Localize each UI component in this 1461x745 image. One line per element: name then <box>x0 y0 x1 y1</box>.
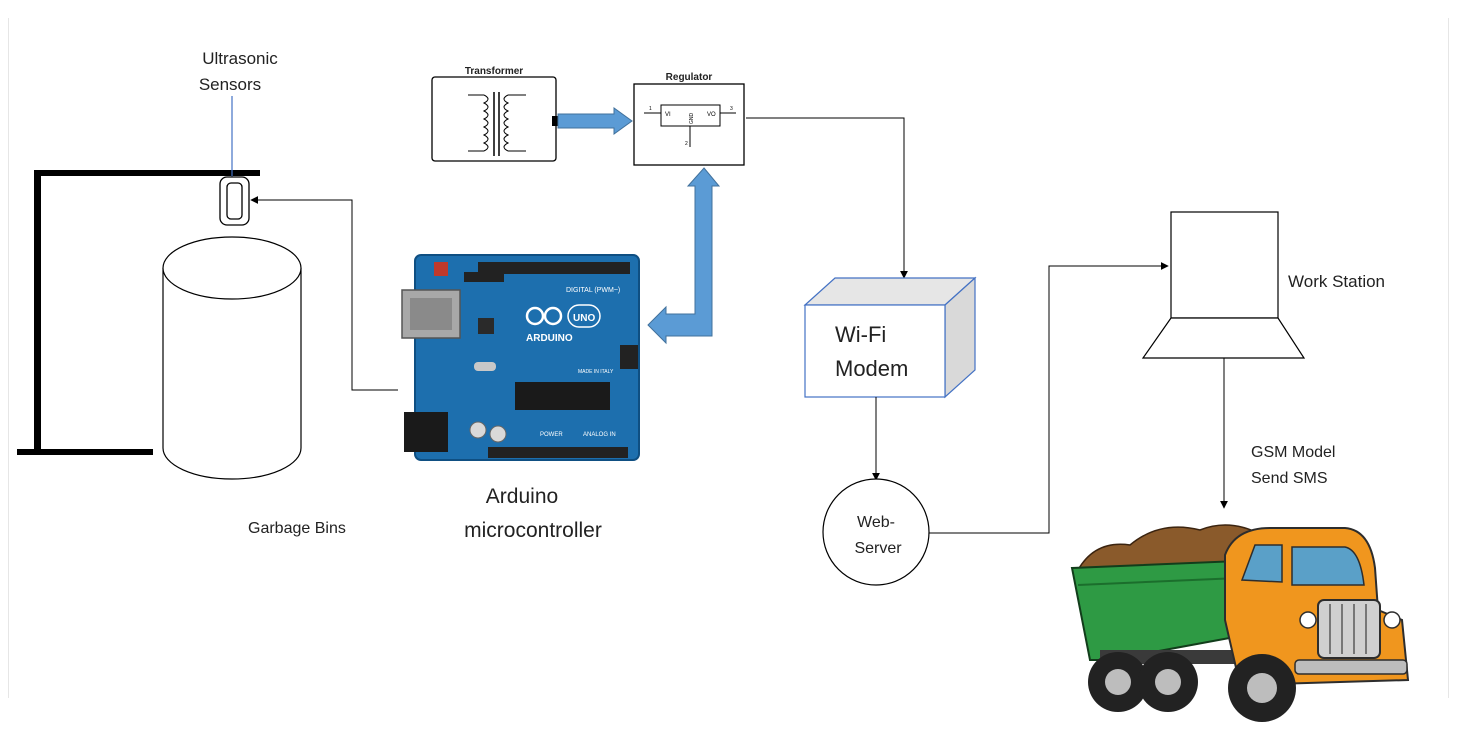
web-server-node <box>822 478 930 586</box>
regulator-pin1-text: 1 <box>649 106 652 112</box>
garbage-bin-icon <box>162 236 302 480</box>
gsm-label-line2: Send SMS <box>1251 470 1327 487</box>
ultrasonic-sensor-icon <box>219 96 250 226</box>
regulator-label: Regulator <box>666 72 713 83</box>
work-station-icon <box>1141 211 1306 359</box>
garbage-truck-icon <box>1070 524 1410 722</box>
regulator-vo-text: VO <box>707 112 716 118</box>
transformer-box <box>431 76 559 162</box>
regulator-to-arduino-arrow <box>647 167 721 345</box>
board-brand-text: ARDUINO <box>526 333 573 344</box>
gsm-label-line1: GSM Model <box>1251 444 1335 461</box>
transformer-label: Transformer <box>465 66 523 77</box>
arduino-to-sensor-connector <box>250 196 398 391</box>
regulator-pin2-text: 2 <box>685 141 688 147</box>
transformer-to-regulator-arrow <box>557 107 633 135</box>
arduino-board-icon <box>401 254 640 461</box>
regulator-box <box>633 83 745 166</box>
regulator-to-modem-connector <box>746 117 908 279</box>
board-model-text: UNO <box>573 313 595 324</box>
regulator-vi-text: VI <box>665 112 671 118</box>
board-digital-text: DIGITAL (PWM~) <box>566 287 620 294</box>
server-to-workstation-connector <box>929 262 1169 534</box>
regulator-pin3-text: 3 <box>730 106 733 112</box>
bin-stand <box>17 170 260 455</box>
arduino-label-line1: Arduino <box>486 485 558 508</box>
web-server-label-line2: Server <box>854 540 902 557</box>
work-station-label: Work Station <box>1288 272 1385 291</box>
ultrasonic-label-line2: Sensors <box>199 75 261 94</box>
regulator-gnd-text: GND <box>689 113 695 125</box>
garbage-bins-label: Garbage Bins <box>248 520 346 537</box>
board-country-text: MADE IN ITALY <box>578 369 614 375</box>
board-analog-text: ANALOG IN <box>583 432 616 438</box>
web-server-label-line1: Web- <box>857 514 895 531</box>
wifi-modem-box <box>803 276 977 399</box>
wifi-modem-label-line1: Wi-Fi <box>835 322 886 347</box>
arduino-label-line2: microcontroller <box>464 519 602 542</box>
board-power-text: POWER <box>540 432 563 438</box>
ultrasonic-label-line1: Ultrasonic <box>202 49 278 68</box>
left-border-line <box>8 18 9 698</box>
wifi-modem-label-line2: Modem <box>835 356 908 381</box>
right-border-line <box>1448 18 1449 698</box>
